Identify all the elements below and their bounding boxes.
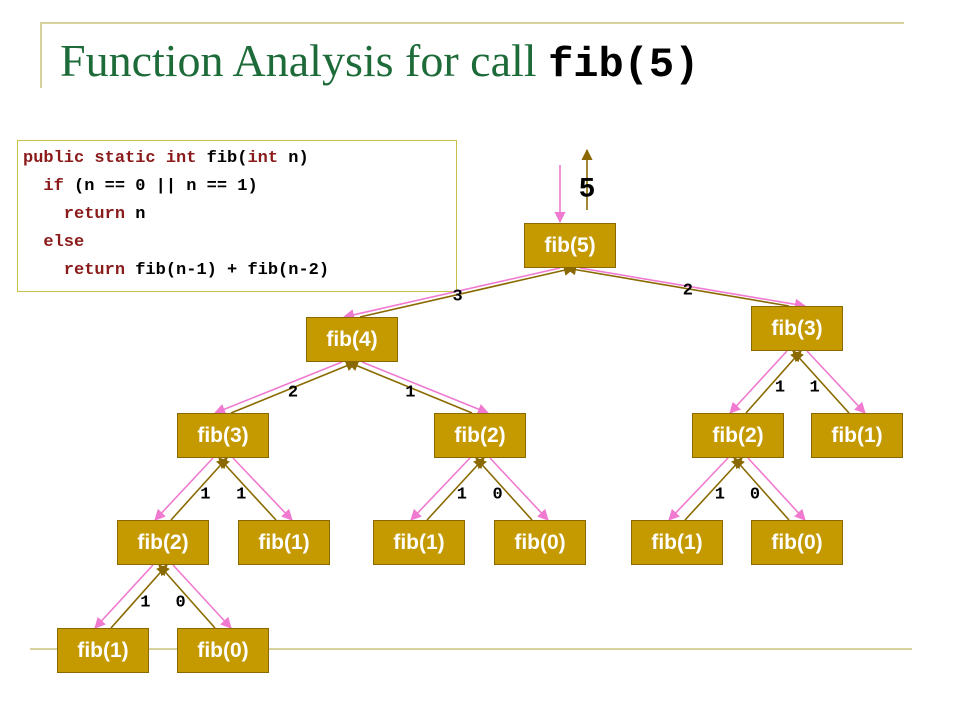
code-line: if (n == 0 || n == 1) bbox=[23, 177, 258, 196]
code-line: public static int fib(int n) bbox=[23, 149, 309, 168]
code-text: n bbox=[125, 205, 146, 224]
call-node-fib-1: fib(1) bbox=[631, 520, 723, 565]
call-node-fib-3: fib(3) bbox=[177, 413, 269, 458]
return-arrow bbox=[684, 457, 743, 521]
code-keyword: return bbox=[23, 261, 126, 280]
call-arrow bbox=[232, 457, 293, 521]
return-arrow bbox=[230, 360, 358, 414]
code-text: (n == 0 || n == 1) bbox=[63, 177, 258, 196]
call-arrow bbox=[342, 267, 561, 321]
code-keyword: else bbox=[23, 233, 85, 252]
return-value-label: 2 bbox=[682, 281, 693, 301]
code-keyword: if bbox=[23, 177, 64, 196]
call-node-fib-3: fib(3) bbox=[751, 306, 843, 351]
call-node-fib-4: fib(4) bbox=[306, 317, 398, 362]
call-arrow bbox=[94, 564, 154, 629]
return-arrow bbox=[564, 264, 790, 307]
call-arrow bbox=[579, 267, 807, 310]
call-node-fib-0: fib(0) bbox=[177, 628, 269, 673]
call-arrow bbox=[668, 457, 729, 521]
slide-title-text: Function Analysis for call bbox=[60, 35, 549, 86]
call-node-fib-0: fib(0) bbox=[751, 520, 843, 565]
call-node-fib-1: fib(1) bbox=[238, 520, 330, 565]
return-arrow bbox=[745, 350, 802, 414]
return-value-label: 3 bbox=[452, 287, 463, 307]
return-value-label: 1 bbox=[714, 485, 725, 505]
call-arrow bbox=[213, 361, 343, 415]
return-arrow bbox=[792, 350, 850, 414]
call-node-fib-1: fib(1) bbox=[373, 520, 465, 565]
slide-title-code: fib(5) bbox=[548, 41, 700, 89]
return-value-label: 1 bbox=[809, 378, 820, 398]
code-line: return fib(n-1) + fib(n-2) bbox=[23, 261, 329, 280]
code-text: fib( bbox=[206, 149, 248, 168]
call-node-fib-1: fib(1) bbox=[811, 413, 903, 458]
return-value-label: 1 bbox=[200, 485, 211, 505]
slide-frame-top-line bbox=[40, 22, 904, 24]
call-arrow bbox=[172, 564, 232, 629]
slide-frame-left-line bbox=[40, 22, 42, 88]
return-arrow bbox=[170, 457, 228, 521]
return-arrow bbox=[359, 264, 576, 318]
call-node-fib-2: fib(2) bbox=[434, 413, 526, 458]
code-keyword: int bbox=[247, 149, 279, 168]
return-value-label: 0 bbox=[492, 485, 503, 505]
call-arrow bbox=[806, 350, 866, 414]
return-value-label: 1 bbox=[140, 593, 151, 613]
call-node-fib-2: fib(2) bbox=[692, 413, 784, 458]
return-value-label: 0 bbox=[175, 593, 186, 613]
return-arrow bbox=[218, 457, 277, 521]
return-arrow bbox=[158, 564, 216, 629]
call-node-fib-1: fib(1) bbox=[57, 628, 149, 673]
final-result-value: 5 bbox=[578, 174, 596, 206]
return-arrow bbox=[475, 457, 533, 521]
return-arrow bbox=[426, 457, 485, 521]
return-value-label: 1 bbox=[236, 485, 247, 505]
code-text: fib(n-1) + fib(n-2) bbox=[125, 261, 330, 280]
call-arrow bbox=[747, 457, 806, 521]
return-value-label: 1 bbox=[774, 378, 786, 398]
call-node-fib-2: fib(2) bbox=[117, 520, 209, 565]
return-value-label: 0 bbox=[749, 485, 761, 505]
call-arrow bbox=[361, 361, 490, 415]
return-value-label: 1 bbox=[456, 485, 467, 505]
call-arrow bbox=[410, 457, 471, 521]
slide-frame-bottom-line bbox=[30, 648, 912, 650]
code-line: return n bbox=[23, 205, 146, 224]
return-value-label: 2 bbox=[287, 383, 299, 403]
code-box: public static int fib(int n) if (n == 0 … bbox=[17, 140, 457, 292]
slide-title: Function Analysis for call fib(5) bbox=[60, 34, 699, 89]
call-arrow bbox=[154, 457, 214, 521]
code-text: n) bbox=[278, 149, 309, 168]
call-node-fib-5: fib(5) bbox=[524, 223, 616, 268]
code-keyword: return bbox=[23, 205, 126, 224]
return-arrow bbox=[733, 457, 790, 521]
call-arrow bbox=[729, 350, 788, 414]
return-arrow bbox=[110, 564, 168, 629]
code-line: else bbox=[23, 233, 84, 252]
call-arrow bbox=[489, 457, 549, 521]
code-keyword: public static int bbox=[23, 149, 207, 168]
return-arrow bbox=[346, 360, 473, 414]
return-value-label: 1 bbox=[405, 383, 416, 403]
call-node-fib-0: fib(0) bbox=[494, 520, 586, 565]
